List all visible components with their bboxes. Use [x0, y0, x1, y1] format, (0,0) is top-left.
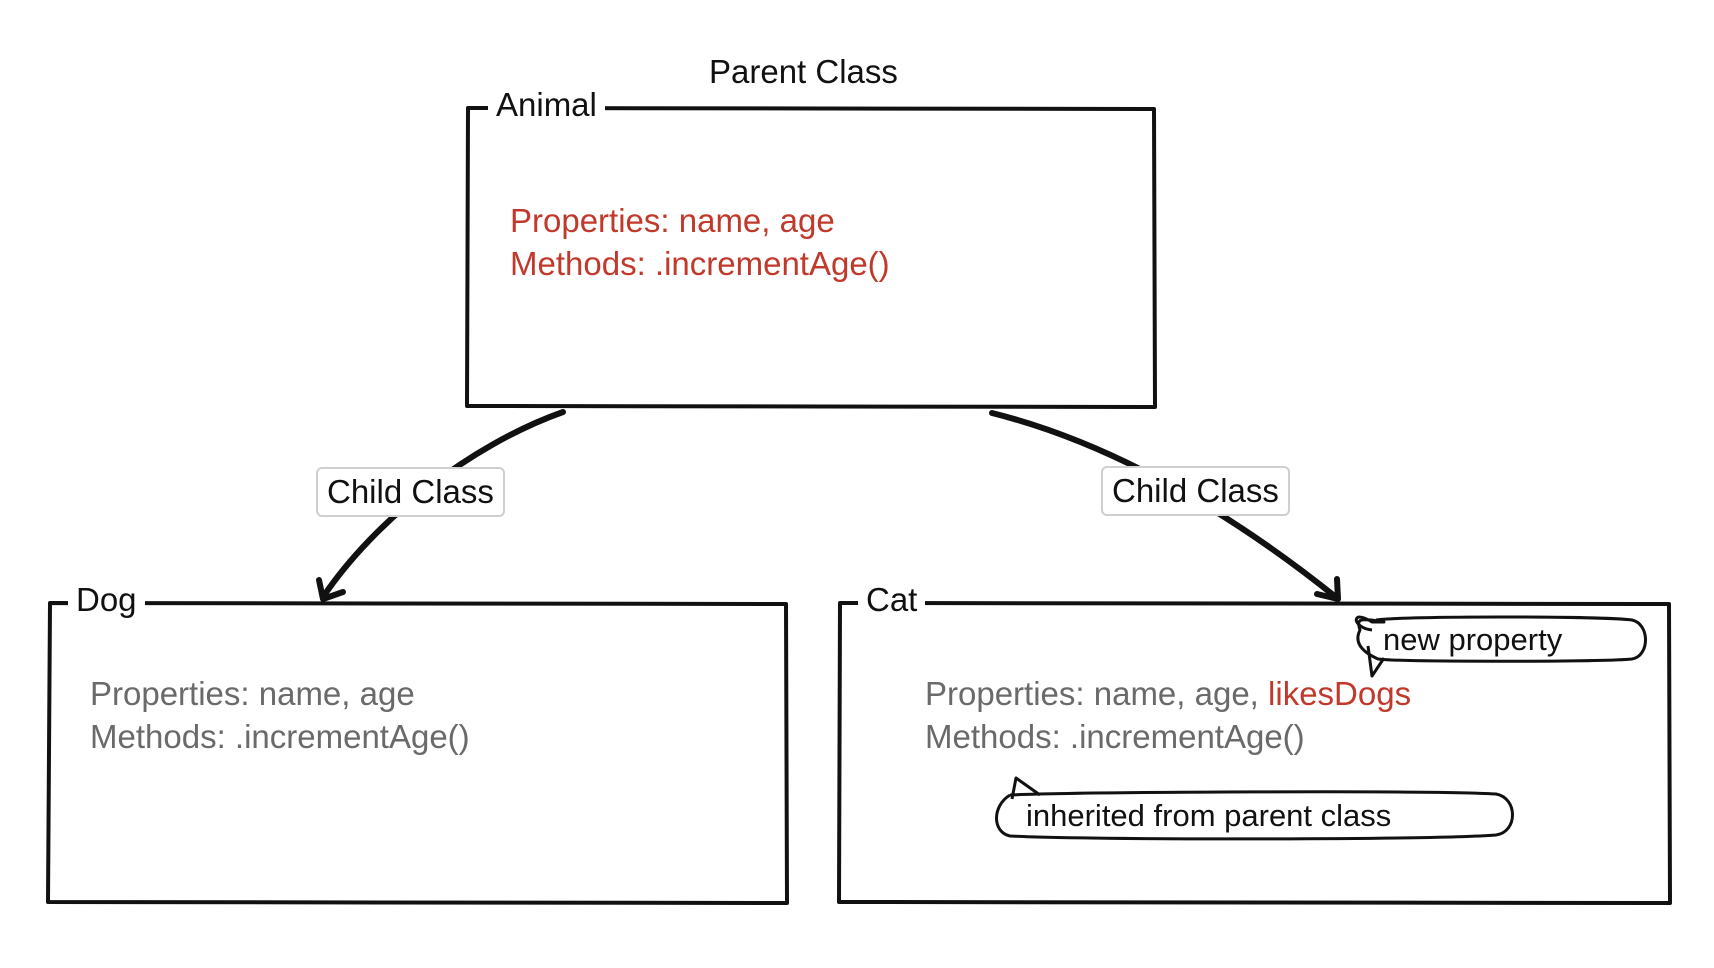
edge-label-cat: Child Class — [1101, 466, 1290, 516]
cat-new-property: likesDogs — [1268, 675, 1412, 712]
animal-class-title: Animal — [488, 86, 605, 124]
edge-label-dog: Child Class — [316, 467, 505, 517]
inherited-callout-text: inherited from parent class — [1026, 798, 1392, 833]
cat-methods: Methods: .incrementAge() — [925, 718, 1305, 755]
animal-box — [465, 106, 1157, 409]
dog-class-title: Dog — [68, 581, 145, 619]
animal-properties: Properties: name, age — [510, 202, 835, 239]
dog-methods: Methods: .incrementAge() — [90, 718, 470, 755]
dog-properties: Properties: name, age — [90, 675, 415, 712]
cat-box — [837, 601, 1672, 905]
dog-box — [46, 601, 789, 905]
cat-class-title: Cat — [858, 581, 926, 619]
animal-methods: Methods: .incrementAge() — [510, 245, 890, 282]
cat-properties: Properties: name, age, likesDogs — [925, 672, 1411, 715]
cat-properties-inherited: Properties: name, age, — [925, 675, 1269, 712]
new-property-callout-text: new property — [1383, 622, 1563, 657]
new-property-callout-shape — [1354, 615, 1647, 663]
parent-class-caption: Parent Class — [709, 53, 898, 90]
arrow-head-dog — [316, 577, 346, 602]
inherited-callout-shape — [995, 790, 1514, 841]
inherited-callout-tail — [1010, 776, 1041, 800]
new-property-callout-tail — [1366, 645, 1386, 678]
arrow-head-cat — [1314, 576, 1341, 602]
